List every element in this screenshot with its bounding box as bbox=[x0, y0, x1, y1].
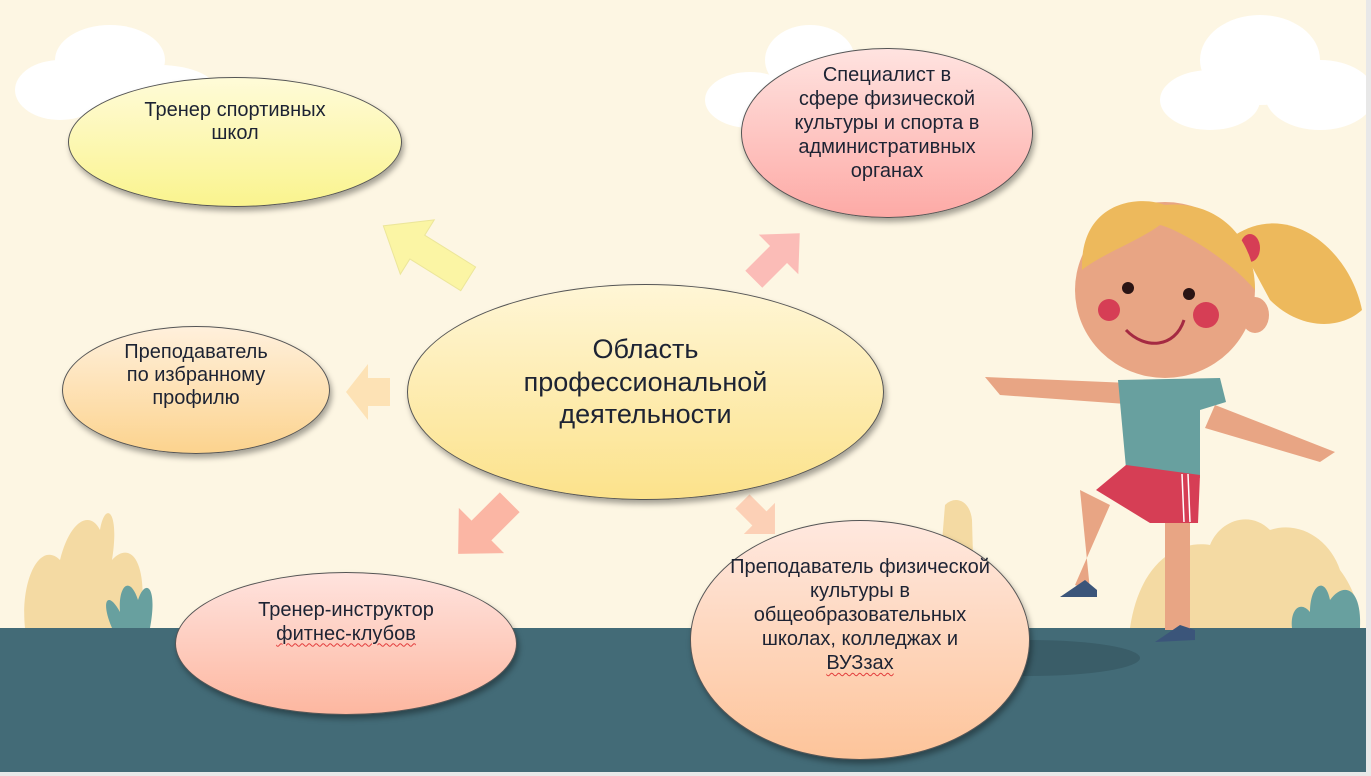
arrow-to-profile-teacher bbox=[346, 364, 390, 420]
node-pe-teacher: Преподаватель физической культуры в обще… bbox=[690, 520, 1030, 760]
arrow-to-fitness-instructor bbox=[458, 492, 520, 554]
node-fitness-instructor: Тренер-инструктор фитнес-клубов bbox=[175, 572, 517, 715]
center-title: Область профессиональной деятельности bbox=[524, 333, 768, 452]
plant-right bbox=[1291, 585, 1361, 628]
arrow-to-admin-specialist bbox=[745, 233, 800, 288]
cloud-right bbox=[1160, 15, 1366, 130]
node-sports-school-coach: Тренер спортивных школ bbox=[68, 77, 402, 207]
node-label: Тренер спортивных школ bbox=[144, 99, 326, 144]
arrow-to-pe-teacher bbox=[735, 494, 775, 534]
node-profile-teacher: Преподаватель по избранному профилю bbox=[62, 326, 330, 454]
plant-left bbox=[106, 585, 153, 628]
bush-left bbox=[24, 513, 143, 628]
node-label: Тренер-инструктор bbox=[258, 598, 434, 621]
node-admin-specialist: Специалист в сфере физической культуры и… bbox=[741, 48, 1033, 218]
girl-illustration bbox=[985, 201, 1362, 642]
center-line: профессиональной bbox=[523, 366, 768, 397]
center-line: Область bbox=[592, 333, 699, 364]
node-label: Преподаватель физической культуры в обще… bbox=[730, 556, 990, 650]
node-label: Специалист в сфере физической культуры и… bbox=[794, 64, 980, 182]
center-line: деятельности bbox=[559, 399, 732, 430]
node-label: Преподаватель по избранному профилю bbox=[124, 340, 268, 409]
node-center-professional-field: Область профессиональной деятельности bbox=[407, 284, 884, 500]
arrow-to-sports-school-coach bbox=[382, 219, 477, 292]
node-label: ВУЗзах bbox=[826, 652, 894, 674]
node-label: фитнес-клубов bbox=[276, 622, 416, 645]
